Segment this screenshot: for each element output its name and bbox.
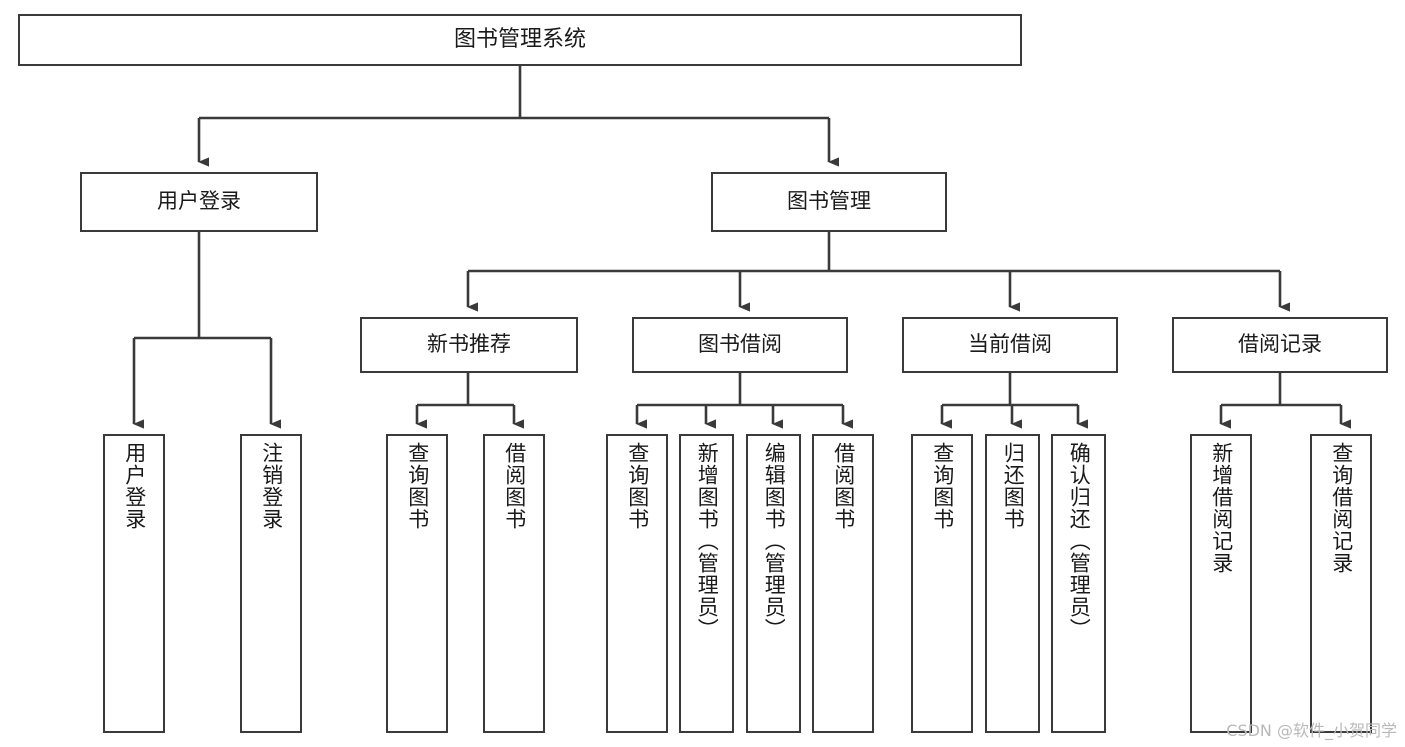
node-new-book-rec[interactable]: 新书推荐 — [360, 317, 578, 373]
node-root-label: 图书管理系统 — [453, 26, 586, 52]
node-user-login[interactable]: 用户登录 — [80, 172, 318, 232]
node-borrow-record-label: 借阅记录 — [1238, 332, 1322, 357]
node-leaf-add-record[interactable]: 新增借阅记录 — [1190, 434, 1252, 733]
node-leaf-logout-label: 注销登录 — [259, 442, 284, 530]
node-leaf-return-book-label: 归还图书 — [1001, 442, 1026, 530]
node-book-borrow-label: 图书借阅 — [698, 332, 782, 357]
node-leaf-confirm-return-label: 确认归还（管理员） — [1067, 442, 1092, 640]
node-leaf-query-book-2[interactable]: 查询图书 — [606, 434, 668, 733]
node-leaf-add-record-label: 新增借阅记录 — [1209, 442, 1234, 574]
node-leaf-query-book-1[interactable]: 查询图书 — [386, 434, 448, 733]
node-leaf-query-record-label: 查询借阅记录 — [1329, 442, 1354, 574]
node-book-manage[interactable]: 图书管理 — [711, 172, 947, 232]
node-leaf-borrow-book-2[interactable]: 借阅图书 — [812, 434, 874, 733]
node-user-login-label: 用户登录 — [157, 189, 241, 214]
node-leaf-query-book-3-label: 查询图书 — [930, 442, 955, 530]
node-leaf-query-book-1-label: 查询图书 — [405, 442, 430, 530]
node-book-manage-label: 图书管理 — [787, 189, 871, 214]
node-leaf-query-record[interactable]: 查询借阅记录 — [1310, 434, 1372, 733]
node-leaf-user-login[interactable]: 用户登录 — [103, 434, 165, 733]
node-current-borrow-label: 当前借阅 — [968, 332, 1052, 357]
node-leaf-confirm-return[interactable]: 确认归还（管理员） — [1051, 434, 1106, 733]
node-leaf-logout[interactable]: 注销登录 — [240, 434, 302, 733]
node-current-borrow[interactable]: 当前借阅 — [902, 317, 1118, 373]
node-leaf-edit-book[interactable]: 编辑图书（管理员） — [746, 434, 801, 733]
node-leaf-return-book[interactable]: 归还图书 — [985, 434, 1040, 733]
node-leaf-user-login-label: 用户登录 — [122, 442, 147, 530]
node-leaf-borrow-book-2-label: 借阅图书 — [831, 442, 856, 530]
node-borrow-record[interactable]: 借阅记录 — [1172, 317, 1388, 373]
node-leaf-query-book-2-label: 查询图书 — [625, 442, 650, 530]
node-new-book-rec-label: 新书推荐 — [427, 332, 511, 357]
node-book-borrow[interactable]: 图书借阅 — [632, 317, 848, 373]
node-root[interactable]: 图书管理系统 — [18, 14, 1022, 66]
node-leaf-edit-book-label: 编辑图书（管理员） — [762, 442, 787, 640]
node-leaf-borrow-book-1[interactable]: 借阅图书 — [483, 434, 545, 733]
node-leaf-query-book-3[interactable]: 查询图书 — [911, 434, 973, 733]
node-leaf-borrow-book-1-label: 借阅图书 — [502, 442, 527, 530]
node-leaf-add-book[interactable]: 新增图书（管理员） — [679, 434, 734, 733]
node-leaf-add-book-label: 新增图书（管理员） — [695, 442, 720, 640]
